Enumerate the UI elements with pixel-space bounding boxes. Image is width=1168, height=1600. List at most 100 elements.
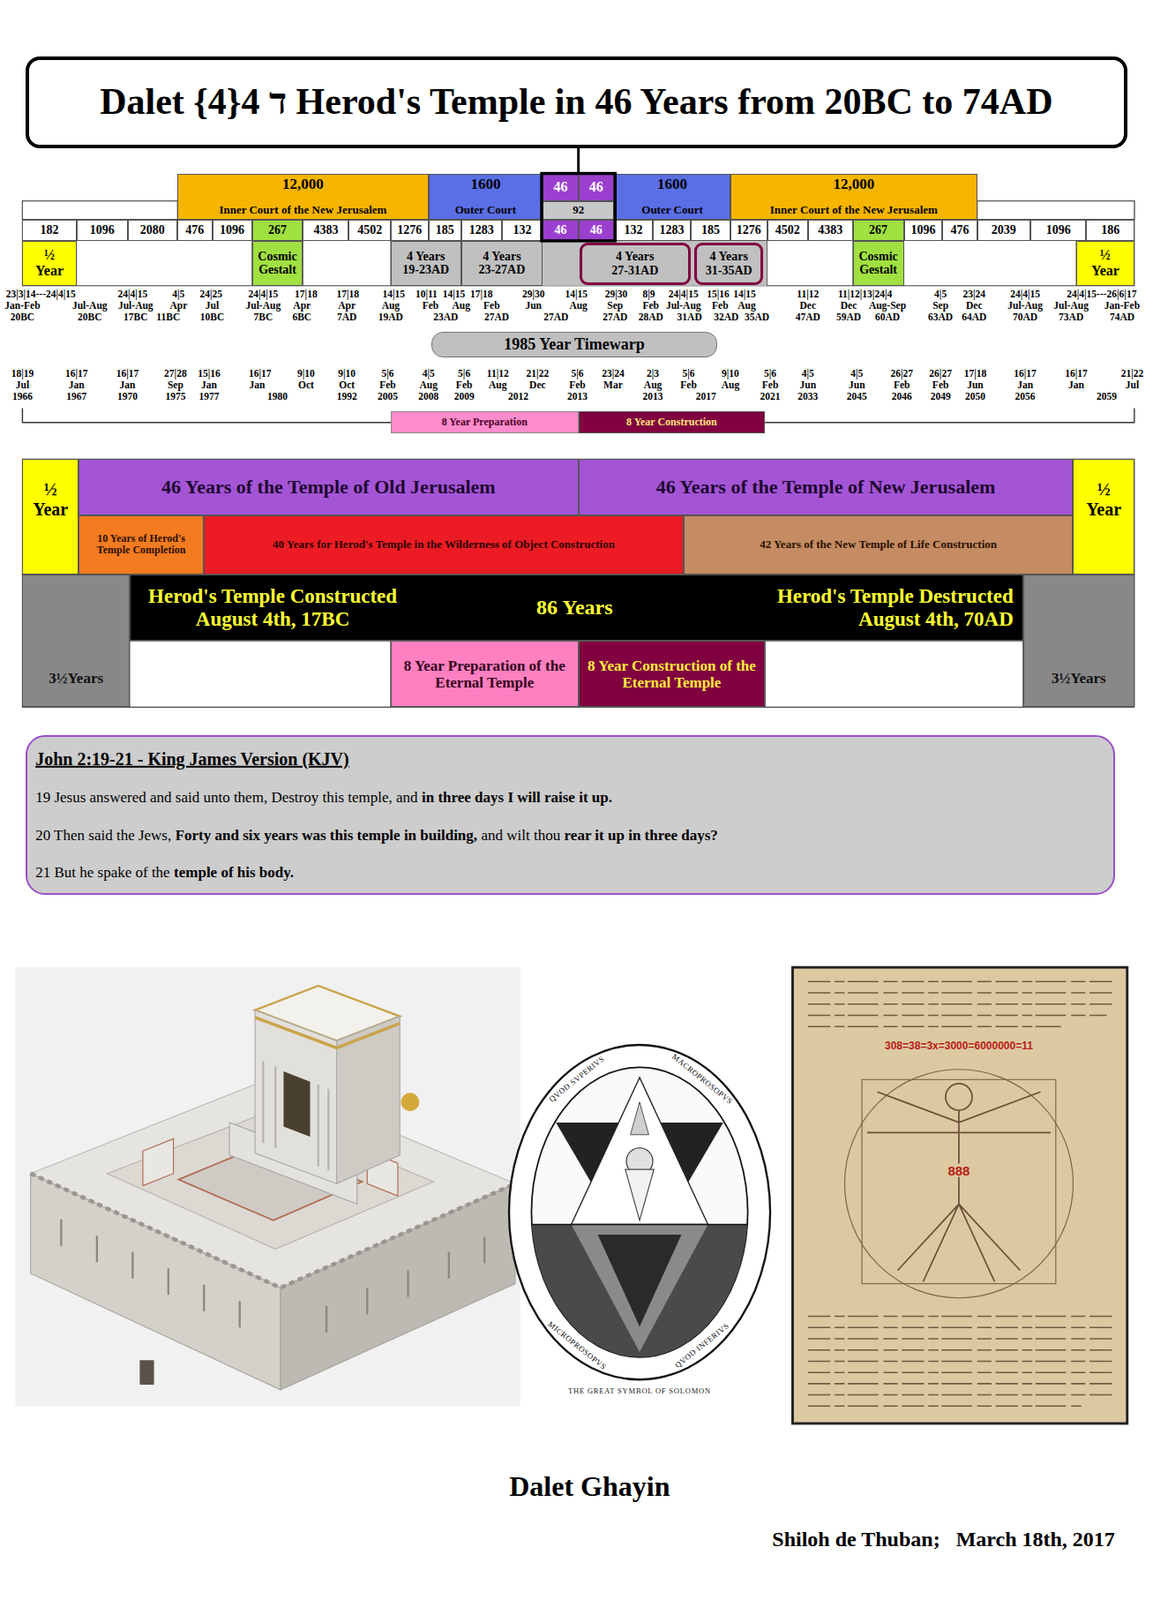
date-label: Aug xyxy=(643,380,662,391)
cell-text: 4 Years 31-35AD xyxy=(700,249,757,278)
date-label: 27AD xyxy=(543,312,569,323)
date-label: 2033 xyxy=(797,391,818,403)
date-label: 73AD xyxy=(1058,312,1084,323)
date-label: Jul-Aug xyxy=(118,300,154,312)
day-count-cell: 132 xyxy=(501,219,543,241)
cell-text: 46 xyxy=(553,179,568,195)
date-label: Feb xyxy=(711,300,729,312)
day-count-cell: 186 xyxy=(1085,219,1134,241)
date-label: 4|5 xyxy=(801,369,815,381)
temple-model-illustration-part xyxy=(139,1359,154,1385)
cell-text: 92 xyxy=(572,203,584,218)
cell-text: 1283 xyxy=(469,223,495,238)
temple-band: 46 Years of the Temple of Old Jerusalem xyxy=(78,458,579,516)
date-label: 5|6 xyxy=(457,369,471,381)
date-label: 16|17 xyxy=(65,369,89,381)
court-cell: 1600Outer Court xyxy=(613,173,731,220)
scripture-text: in three days I will raise it up. xyxy=(421,788,613,806)
vitruvian-man-illustration-part xyxy=(861,1078,1056,1283)
cell-text: Cosmic Gestalt xyxy=(855,249,902,278)
day-count-cell: 4502 xyxy=(348,219,390,241)
period-table-frame xyxy=(22,458,1134,707)
day-count-cell: 1276 xyxy=(730,219,768,241)
date-label: 2|3 xyxy=(646,369,659,381)
phase-box: 8 Year Construction xyxy=(578,411,766,434)
cell-text: 1096 xyxy=(1046,223,1071,238)
date-label: 27AD xyxy=(602,312,628,323)
date-label: 11|12 xyxy=(796,289,819,300)
date-label: 1970 xyxy=(117,391,138,403)
eternal-temple-box: 8 Year Construction of the Eternal Templ… xyxy=(578,640,766,707)
cell-text: Cosmic Gestalt xyxy=(254,249,301,278)
cell-text: 2039 xyxy=(991,223,1017,238)
day-count-cell: 185 xyxy=(428,219,462,241)
great-symbol-of-solomon-part-part xyxy=(509,1223,776,1226)
date-label: Aug xyxy=(721,380,740,391)
date-label: Feb xyxy=(456,380,473,391)
cell-text: Outer Court xyxy=(641,203,703,218)
cell-text: 4 Years 19-23AD xyxy=(397,249,455,278)
cell-text: ½ Year xyxy=(32,247,67,279)
date-label: 23|24 xyxy=(601,369,625,381)
date-label: 4|5 xyxy=(422,369,435,381)
date-label: 4|5 xyxy=(172,289,185,300)
cell-text: 8 Year Preparation of the Eternal Temple xyxy=(396,657,573,691)
date-label: Aug xyxy=(419,380,437,391)
date-label: Apr xyxy=(337,300,356,312)
title-box: Dalet ד 4{4} Herod's Temple in 46 Years … xyxy=(25,56,1128,149)
day-count-cell: 1283 xyxy=(652,219,691,241)
cell-text: 42 Years of the New Temple of Life Const… xyxy=(759,538,997,552)
scripture-text: 20 Then said the Jews, xyxy=(35,826,172,844)
date-label: 1975 xyxy=(164,391,186,403)
date-label: Feb xyxy=(569,380,586,391)
author-signature: Shiloh de Thuban; March 18th, 2017 xyxy=(771,1527,1116,1550)
cell-text: 1283 xyxy=(658,223,684,238)
temple-band: 46 Years of the Temple of New Jerusalem xyxy=(578,458,1074,516)
equation-note: 308=38=3x=3000=6000000=11 xyxy=(882,1040,1036,1051)
date-label: 11BC xyxy=(156,312,180,323)
date-label: 5|6 xyxy=(681,369,695,381)
date-label: 24|4|15 xyxy=(1010,289,1041,300)
cell-text: 1985 Year Timewarp xyxy=(503,335,644,353)
date-label: Oct xyxy=(298,380,315,391)
period-table-frame-part xyxy=(764,640,1024,707)
cell-text: 132 xyxy=(624,223,644,238)
caption-text: Dalet Ghayin xyxy=(509,1470,670,1503)
date-label: 1966 xyxy=(12,391,33,403)
cell-text: 1276 xyxy=(736,223,762,238)
great-symbol-of-solomon-part-part xyxy=(630,1101,650,1135)
cell-text: 1096 xyxy=(89,223,115,238)
cell-text: 3½Years xyxy=(1051,669,1107,687)
day-count-cell: 2080 xyxy=(127,219,179,241)
date-label: 16|17 xyxy=(1013,369,1037,381)
court-cell: 12,000Inner Court of the New Jerusalem xyxy=(177,173,428,220)
cell-text: 1096 xyxy=(910,223,936,238)
date-label: 20BC xyxy=(10,312,35,323)
date-label: 2021 xyxy=(760,391,781,403)
date-label: Aug xyxy=(488,380,507,391)
date-label: Jun xyxy=(966,380,984,391)
cell-text: 132 xyxy=(513,223,532,238)
vitruvian-man-illustration-part xyxy=(844,1069,1073,1298)
date-label: Feb xyxy=(762,380,779,391)
date-label: Sep xyxy=(167,380,184,391)
date-label: 32AD xyxy=(713,312,739,323)
day-count-cell: 4502 xyxy=(767,219,809,241)
day-count-cell: 46 xyxy=(542,219,578,241)
day-count-cell: 132 xyxy=(613,219,653,241)
great-symbol-of-solomon-part xyxy=(509,1044,771,1379)
cell-text: 1600 xyxy=(657,175,688,193)
date-label: 14|15 xyxy=(733,289,757,300)
scripture-text: temple of his body. xyxy=(173,864,294,882)
date-label: Jul-Aug xyxy=(1053,300,1089,312)
day-count-cell: 1096 xyxy=(212,219,253,241)
date-label: 16|17 xyxy=(1064,369,1088,381)
date-label: 24|4|15 xyxy=(668,289,699,300)
day-count-cell: 185 xyxy=(690,219,731,241)
scripture-heading: John 2:19-21 - King James Version (KJV) xyxy=(35,748,350,769)
center-column-frame xyxy=(541,173,615,241)
cell-text: 4383 xyxy=(313,223,338,238)
date-label: Jul xyxy=(205,300,219,312)
date-label: Oct xyxy=(338,380,355,391)
date-label: Feb xyxy=(379,380,397,391)
